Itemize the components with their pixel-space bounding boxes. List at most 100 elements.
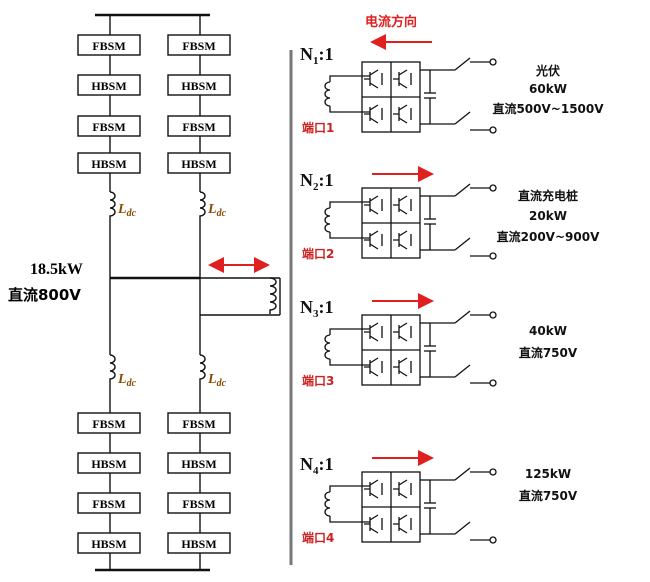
inductor-symbol (109, 191, 116, 222)
secondary-winding (324, 81, 331, 107)
port-description: 60kW (529, 82, 567, 96)
secondary-winding (324, 207, 331, 233)
terminal (489, 126, 497, 134)
port-label: 端口3 (302, 373, 334, 388)
winding-lead (329, 106, 370, 113)
igbt-switch-icon (364, 230, 383, 250)
igbt-switch-icon (393, 104, 412, 124)
port-description: 光伏 (535, 63, 560, 78)
winding-lead (329, 359, 370, 366)
turns-ratio: N4:1 (300, 454, 334, 477)
breaker-switch (454, 521, 471, 535)
module-box: HBSM HBSM (77, 74, 231, 96)
svg-text:FBSM: FBSM (182, 497, 215, 511)
inductor-symbol (199, 354, 206, 385)
turns-ratio: N1:1 (300, 44, 334, 67)
winding-lead (329, 232, 370, 239)
port-description: 直流200V~900V (497, 229, 600, 244)
igbt-switch-icon (364, 357, 383, 377)
svg-text:FBSM: FBSM (92, 120, 125, 134)
svg-text:HBSM: HBSM (91, 79, 126, 93)
svg-text:Ldc: Ldc (207, 202, 227, 219)
igbt-switch-icon (393, 322, 412, 342)
arm-inductors (109, 191, 206, 385)
module-box: HBSM HBSM (77, 532, 231, 554)
secondary-winding (324, 334, 331, 360)
svg-text:HBSM: HBSM (181, 537, 216, 551)
winding-lead (329, 485, 370, 492)
igbt-switch-icon (393, 479, 412, 499)
svg-text:HBSM: HBSM (181, 157, 216, 171)
breaker-switch (454, 364, 471, 378)
svg-text:Ldc: Ldc (207, 372, 227, 389)
secondary-winding (324, 491, 331, 517)
breaker-switch (454, 111, 471, 125)
module-box: FBSM FBSM (77, 34, 231, 56)
svg-text:FBSM: FBSM (182, 120, 215, 134)
breaker-switch (454, 310, 471, 324)
breaker-switch (454, 467, 471, 481)
winding-lead (329, 75, 370, 82)
igbt-switch-icon (364, 69, 383, 89)
igbt-switch-icon (393, 230, 412, 250)
svg-text:HBSM: HBSM (181, 457, 216, 471)
igbt-switch-icon (364, 104, 383, 124)
module-box: FBSM FBSM (77, 115, 231, 137)
igbt-switch-icon (364, 514, 383, 534)
turns-ratio: N2:1 (300, 170, 334, 193)
port-description: 20kW (529, 209, 567, 223)
winding-lead (329, 516, 370, 523)
inductor-labels: Ldc Ldc Ldc Ldc (117, 202, 227, 389)
upper-modules: FBSM FBSM HBSM HBSM FBSM FBSM HBSM HBSM (77, 34, 231, 174)
svg-text:FBSM: FBSM (92, 39, 125, 53)
terminal (489, 58, 497, 66)
svg-text:HBSM: HBSM (91, 157, 126, 171)
dc-bus-voltage: 直流800V (8, 286, 81, 304)
terminal (489, 184, 497, 192)
svg-text:FBSM: FBSM (182, 39, 215, 53)
mmc-arms (95, 13, 281, 572)
primary-winding (269, 277, 277, 314)
module-box: FBSM FBSM (77, 412, 231, 434)
breaker-switch (454, 57, 471, 71)
igbt-switch-icon (393, 514, 412, 534)
winding-lead (329, 201, 370, 208)
igbt-switch-icon (393, 69, 412, 89)
port-label: 端口1 (302, 120, 334, 135)
port-1: N1:1 端口1 光伏 60kW 直流500V~1500V (300, 44, 604, 135)
port-description: 40kW (529, 324, 567, 338)
svg-text:FBSM: FBSM (182, 417, 215, 431)
terminal (489, 468, 497, 476)
igbt-switch-icon (364, 479, 383, 499)
module-box: HBSM HBSM (77, 152, 231, 174)
port-description: 直流500V~1500V (492, 101, 604, 116)
svg-text:Ldc: Ldc (117, 202, 137, 219)
svg-text:FBSM: FBSM (92, 497, 125, 511)
inductor-symbol (199, 191, 206, 222)
terminal (489, 379, 497, 387)
igbt-switch-icon (393, 195, 412, 215)
svg-text:HBSM: HBSM (181, 79, 216, 93)
svg-text:Ldc: Ldc (117, 372, 137, 389)
module-box: HBSM HBSM (77, 452, 231, 474)
lower-modules: FBSM FBSM HBSM HBSM FBSM FBSM HBSM HBSM (77, 412, 231, 554)
module-box: FBSM FBSM (77, 492, 231, 514)
port-description: 直流750V (519, 345, 578, 360)
port-label: 端口2 (302, 246, 334, 261)
igbt-switch-icon (364, 195, 383, 215)
ports-layer: N1:1端口1光伏60kW直流500V~1500VN2:1端口2直流充电桩20k… (300, 44, 604, 545)
terminal (489, 311, 497, 319)
current-direction-label: 电流方向 (365, 14, 417, 30)
inductor-symbol (109, 354, 116, 385)
port-label: 端口4 (302, 530, 334, 545)
igbt-switch-icon (393, 357, 412, 377)
winding-lead (329, 328, 370, 335)
breaker-switch (454, 183, 471, 197)
svg-text:HBSM: HBSM (91, 457, 126, 471)
turns-ratio: N3:1 (300, 297, 334, 320)
igbt-switch-icon (364, 322, 383, 342)
dc-bus-power: 18.5kW (30, 261, 83, 278)
